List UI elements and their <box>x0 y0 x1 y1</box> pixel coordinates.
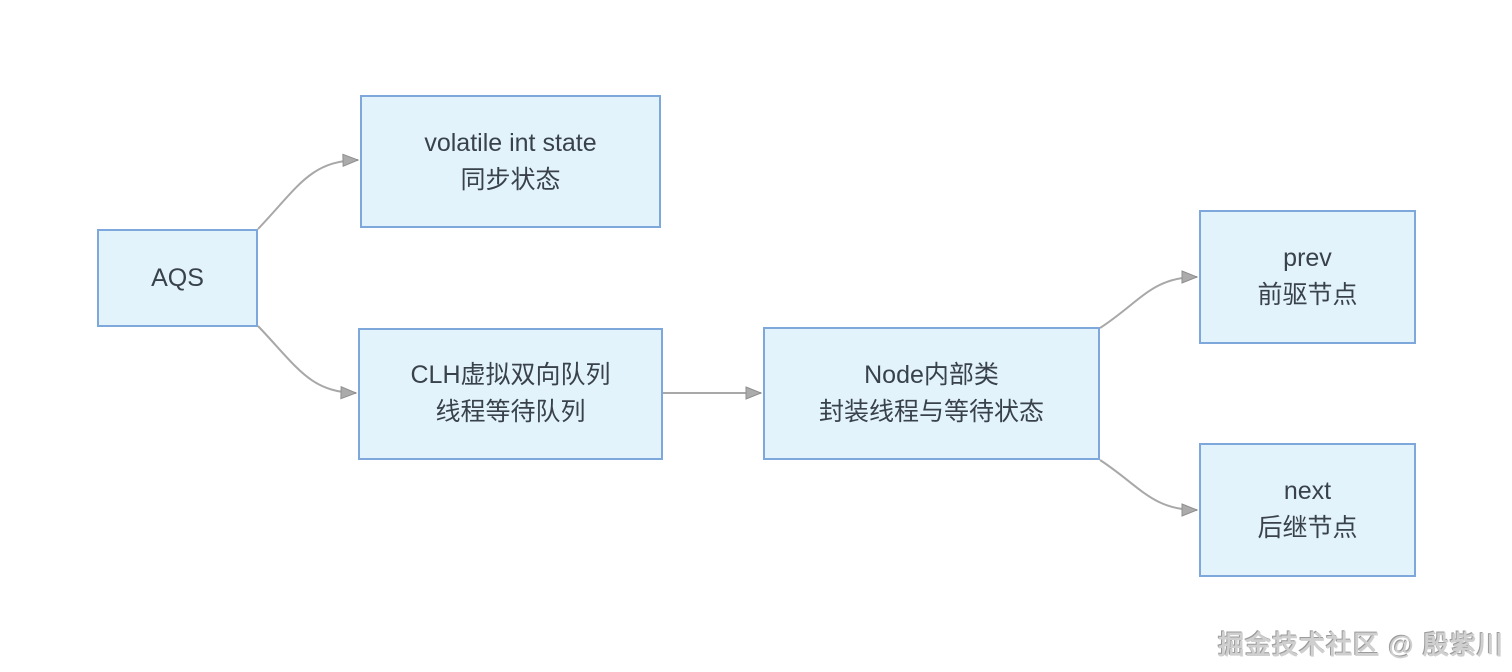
node-next-line1: next <box>1283 477 1332 505</box>
node-aqs: AQS <box>97 229 258 327</box>
node-aqs-label: AQS <box>151 263 204 292</box>
node-next-line2: 后继节点 <box>1257 514 1358 542</box>
connector-aqs-clh <box>257 325 358 400</box>
node-volatile-state-line2: 同步状态 <box>460 165 561 194</box>
node-clh-queue: CLH虚拟双向队列 线程等待队列 <box>358 328 663 460</box>
node-volatile-state: volatile int state 同步状态 <box>360 95 661 228</box>
node-volatile-state-line1: volatile int state <box>424 128 597 157</box>
node-prev-line1: prev <box>1283 244 1332 272</box>
node-next: next 后继节点 <box>1199 443 1416 577</box>
connector-node-next <box>1099 459 1199 517</box>
node-prev: prev 前驱节点 <box>1199 210 1416 344</box>
watermark: 掘金技术社区 @ 殷紫川 <box>1218 630 1504 660</box>
connector-node-prev <box>1099 270 1199 329</box>
node-clh-queue-line2: 线程等待队列 <box>435 398 586 426</box>
node-node-inner-class-line1: Node内部类 <box>864 360 999 389</box>
node-clh-queue-line1: CLH虚拟双向队列 <box>410 361 611 389</box>
node-node-inner-class: Node内部类 封装线程与等待状态 <box>763 327 1100 460</box>
node-node-inner-class-line2: 封装线程与等待状态 <box>818 397 1044 426</box>
node-prev-line2: 前驱节点 <box>1257 281 1358 309</box>
connector-aqs-state <box>257 153 360 230</box>
